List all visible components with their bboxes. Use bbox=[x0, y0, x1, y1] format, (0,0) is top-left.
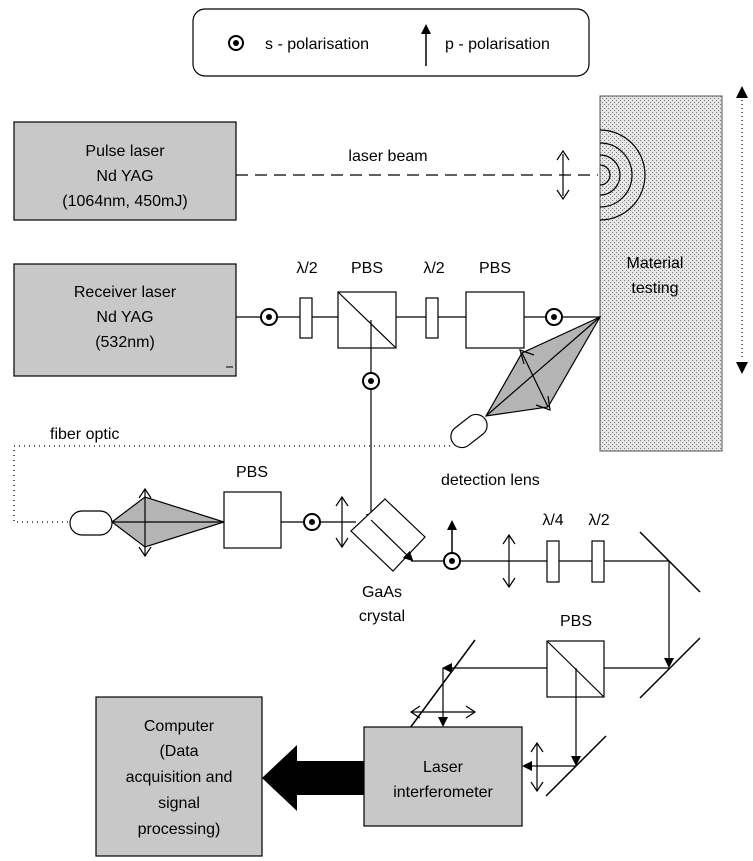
half-wave-plate-1 bbox=[299, 297, 313, 339]
lens-after-gaas-icon bbox=[502, 533, 516, 589]
half-wave-label-3: λ/2 bbox=[588, 512, 609, 529]
gaas-line-1: GaAs bbox=[362, 584, 402, 601]
legend-p-label: p - polarisation bbox=[445, 36, 550, 53]
receiver-line-1: Receiver laser bbox=[74, 284, 177, 301]
computer-line-4: signal bbox=[158, 795, 200, 812]
quarter-wave-label: λ/4 bbox=[542, 512, 563, 529]
pbs-label-1: PBS bbox=[351, 260, 383, 277]
laser-beam-label: laser beam bbox=[348, 148, 427, 165]
interferometer-line-2: interferometer bbox=[393, 784, 493, 801]
gaas-crystal bbox=[350, 498, 426, 572]
mirror-1 bbox=[639, 531, 701, 593]
computer-line-5: processing) bbox=[138, 821, 221, 838]
s-pol-marker-1 bbox=[260, 308, 278, 326]
detection-lens-cone bbox=[484, 315, 602, 417]
receiver-line-2: Nd YAG bbox=[96, 309, 153, 326]
s-pol-marker-2 bbox=[545, 308, 563, 326]
detection-lens-label: detection lens bbox=[441, 472, 540, 489]
half-wave-label-1: λ/2 bbox=[296, 260, 317, 277]
half-wave-plate-3 bbox=[591, 540, 605, 583]
fiber-collimator-icon bbox=[450, 413, 488, 449]
legend: s - polarisation p - polarisation bbox=[192, 8, 590, 77]
receiver-laser-box: Receiver laser Nd YAG (532nm) bbox=[13, 263, 237, 377]
s-polarisation-icon bbox=[228, 35, 244, 51]
laser-interferometer-box: Laser interferometer bbox=[363, 726, 523, 827]
pulse-laser-line-3: (1064nm, 450mJ) bbox=[62, 193, 187, 210]
collimation-lens-icon bbox=[138, 487, 152, 558]
fiber-optic-path bbox=[13, 445, 450, 523]
interferometer-line-1: Laser bbox=[423, 759, 464, 776]
fiber-optic-label: fiber optic bbox=[50, 426, 119, 443]
scan-direction-arrow bbox=[736, 86, 748, 374]
computer-line-1: Computer bbox=[144, 718, 215, 735]
s-pol-marker-4 bbox=[303, 513, 321, 531]
lens-before-gaas-icon bbox=[335, 495, 349, 549]
legend-s-label: s - polarisation bbox=[265, 36, 369, 53]
pbs-label-2: PBS bbox=[479, 260, 511, 277]
pbs-2 bbox=[465, 291, 525, 349]
sp-pol-marker bbox=[443, 520, 461, 570]
computer-line-3: acquisition and bbox=[126, 769, 233, 786]
mirror-2 bbox=[639, 637, 701, 699]
fiber-output-icon bbox=[69, 510, 113, 536]
computer-box: Computer (Data acquisition and signal pr… bbox=[95, 696, 263, 857]
s-pol-marker-3 bbox=[362, 372, 380, 390]
half-wave-label-2: λ/2 bbox=[423, 260, 444, 277]
pulse-laser-line-1: Pulse laser bbox=[85, 143, 165, 160]
computer-line-2: (Data bbox=[159, 743, 198, 760]
data-arrow bbox=[262, 745, 364, 811]
ultrasound-waves-icon bbox=[599, 129, 646, 221]
material-line-2: testing bbox=[631, 280, 678, 297]
pulse-laser-box: Pulse laser Nd YAG (1064nm, 450mJ) bbox=[13, 121, 237, 221]
material-testing-box: Material testing bbox=[599, 95, 723, 452]
lens-top-interferometer-icon bbox=[409, 705, 477, 719]
pbs-label-4: PBS bbox=[560, 613, 592, 630]
collimation-cone bbox=[111, 496, 226, 548]
half-wave-plate-2 bbox=[425, 297, 439, 339]
pbs-label-3: PBS bbox=[236, 464, 268, 481]
lens-right-interferometer-icon bbox=[530, 741, 544, 793]
material-line-1: Material bbox=[627, 255, 684, 272]
pbs-1 bbox=[337, 291, 397, 349]
pulse-laser-line-2: Nd YAG bbox=[96, 168, 153, 185]
pbs-3 bbox=[223, 491, 282, 549]
quarter-wave-plate bbox=[546, 540, 560, 583]
gaas-line-2: crystal bbox=[359, 608, 405, 625]
pulse-lens-icon bbox=[556, 149, 570, 201]
receiver-line-3: (532nm) bbox=[95, 334, 155, 351]
